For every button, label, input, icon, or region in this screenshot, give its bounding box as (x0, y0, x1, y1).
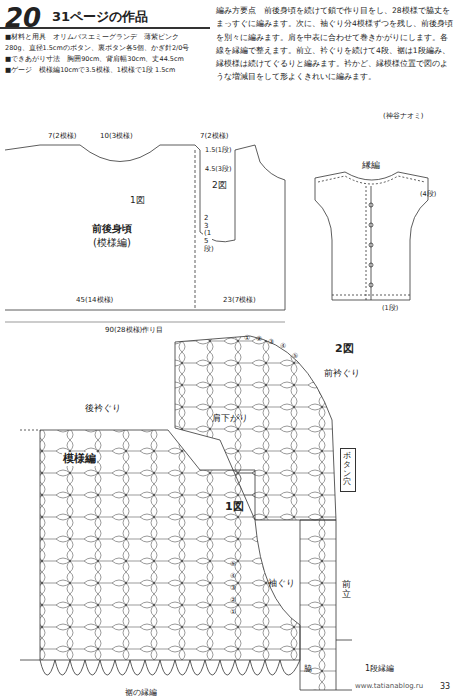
part-name: 後衿ぐり (85, 403, 121, 414)
row-number: ⑤ (230, 560, 236, 569)
row-number: ① (244, 334, 250, 343)
dimension: 4.5(3段) (205, 165, 232, 173)
dimension: 23(7模様) (222, 296, 257, 305)
buttonhole-band: ボタン穴 (340, 448, 356, 492)
row-number: ③ (268, 338, 274, 347)
material-note: ■材料と用具 オリムパスエミーグランデ 薄紫ピンク (5, 33, 179, 41)
row-number: ④ (230, 572, 236, 581)
garment-piece: 前後身頃(模様編) (90, 222, 134, 254)
row-number: ③ (230, 584, 236, 593)
dimension: 45(14模様) (75, 296, 114, 305)
part-name: 脇 (304, 664, 312, 674)
part-name: 1段縁編 (365, 664, 394, 674)
row-count: (1段) (382, 304, 398, 312)
page-title: 31ページの作品 (52, 9, 148, 25)
dimension: 7(2模様) (48, 132, 76, 141)
dimension: 10(3模様) (100, 132, 133, 141)
row-number: ⑤ (292, 352, 298, 361)
part-name: 裾の縁編 (125, 688, 157, 698)
dimension: 7(2模様) (200, 132, 228, 141)
dimension: 90(28模様)作り目 (105, 326, 163, 335)
row-number: ① (230, 608, 236, 617)
material-note: 280g、直径1.5cmのボタン、裏ボタン各5個、かぎ針2/0号 (5, 44, 189, 52)
node-text: ボタン穴 (343, 452, 351, 487)
part-name: 肩下がり (212, 413, 248, 424)
row-number: ④ (280, 342, 286, 351)
dimension: 1.5(1段) (205, 146, 232, 154)
author: (神谷ナオミ) (383, 112, 423, 121)
row-number: ② (230, 596, 236, 605)
node-text: (模様編) (90, 236, 134, 250)
figure-number: 1図 (130, 195, 145, 206)
figure-number: 1図 (225, 500, 244, 514)
row-number: ② (256, 335, 262, 344)
figure-number: 2図 (212, 180, 227, 191)
size-note: ■できあがり寸法 胸囲90cm、背肩幅30cm、丈44.5cm (5, 55, 184, 63)
page-number: 33 (440, 682, 450, 692)
part-name: 袖ぐり (268, 578, 295, 589)
watermark: www.tatianablog.ru (355, 682, 423, 691)
item-number: 20 (5, 2, 41, 35)
part-name: 前立 (342, 580, 351, 600)
node-text: 前後身頃 (90, 222, 134, 236)
gauge-note: ■ゲージ 模様編10cmで3.5模様、1模様で1段 1.5cm (5, 66, 175, 74)
part-name: 模様編 (62, 452, 97, 466)
instructions: 編み方要点 前後身頃を続けて鎖で作り目をし、28模様で脇丈をまっすぐに編みます。… (216, 4, 454, 84)
row-count: (4段) (420, 190, 436, 198)
figure-number: 2図 (335, 342, 354, 356)
dimension: 23(15段) (203, 215, 212, 253)
diagram-title: 縁編 (362, 160, 380, 171)
part-name: 前衿ぐり (323, 368, 361, 379)
